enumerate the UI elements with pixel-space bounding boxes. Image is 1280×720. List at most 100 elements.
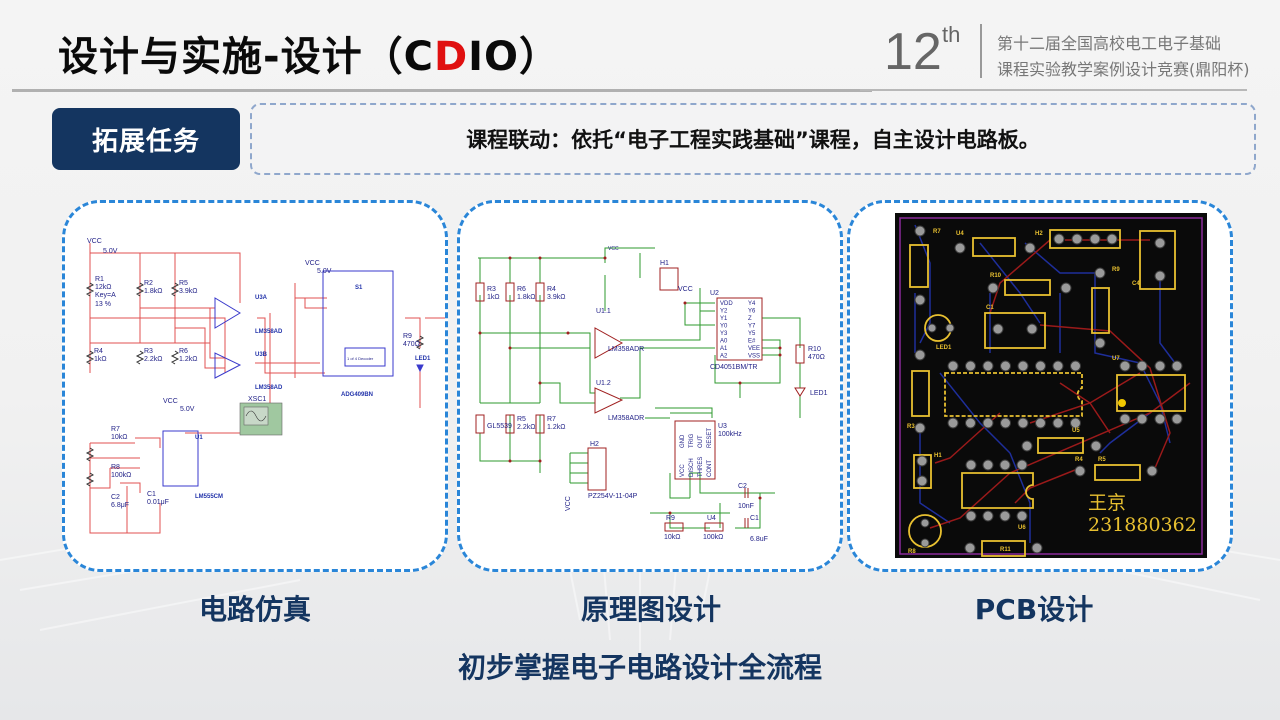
competition-name-line1: 第十二届全国高校电工电子基础	[997, 34, 1222, 53]
caption-schematic-design: 原理图设计	[580, 593, 721, 626]
pcb-label-h1: H1	[934, 453, 942, 459]
task-description-box: 课程联动：依托“电子工程实践基础”课程，自主设计电路板。	[250, 103, 1256, 175]
sch-label-r5-value: 2.2kΩ	[517, 424, 535, 431]
summary-text: 初步掌握电子电路设计全流程	[457, 651, 822, 684]
pcb-r7-outline	[909, 244, 929, 288]
u2-pin-label-a2: A2	[720, 354, 728, 360]
sim-label-r9: R9	[403, 333, 412, 340]
sim-label-xsc1: XSC1	[248, 396, 266, 403]
sim-label-u3b-type: LM358AD	[255, 385, 283, 391]
pcb-r5-outline	[1094, 464, 1141, 481]
pcb-label-r3: R3	[907, 424, 915, 430]
pcb-h1-outline	[913, 454, 932, 489]
sim-label-r9-value: 470Ω	[403, 341, 420, 348]
sim-label-c1: C1	[147, 491, 156, 498]
sim-resistors	[85, 282, 425, 487]
u3-pin-label-vcc: VCC	[680, 464, 686, 477]
u2-pin-label-vss: VSS	[748, 354, 760, 360]
sim-label-u1-type: LM555CM	[195, 494, 223, 500]
pcb-u5-pad	[947, 417, 959, 429]
title-letter-d-highlight: D	[433, 34, 469, 80]
pcb-label-r8: R8	[908, 549, 916, 555]
pcb-label-h2: H2	[1035, 231, 1043, 237]
u3-pin-label-gnd: GND	[680, 434, 686, 448]
pcb-label-r4: R4	[1075, 457, 1083, 463]
led-led1	[794, 387, 806, 397]
u3-pin-label-disch: DISCH	[689, 458, 695, 477]
sch-label-vcc2: VCC	[678, 286, 693, 293]
u2-pin-label-y2: Y2	[720, 309, 728, 315]
pcb-student-id: 231880362	[1088, 514, 1197, 536]
sch-label-r7: R7	[547, 416, 556, 423]
sch-label-photoresistor: GL5539	[487, 423, 512, 430]
sch-label-c2: C2	[738, 483, 747, 490]
pcb-u5-pad	[1000, 360, 1011, 372]
sim-label-r4: R4	[94, 348, 103, 355]
sch-label-vcc: VCC	[608, 246, 619, 252]
u2-pin-label-z: Z	[748, 316, 752, 322]
sim-label-r8-value: 100kΩ	[111, 472, 131, 479]
pcb-u5-pad	[982, 360, 994, 372]
pcb-u5-pad	[982, 417, 994, 429]
opamp-u3a	[214, 297, 241, 329]
pcb-u5-outline	[944, 372, 1083, 417]
edition-separator	[980, 24, 982, 78]
caption-pcb-design: PCB设计	[974, 593, 1094, 626]
sim-label-r8: R8	[111, 464, 120, 471]
sim-label-s1: S1	[355, 285, 363, 291]
sim-label-r1-key: Key=A	[95, 292, 116, 299]
sim-label-r5: R5	[179, 280, 188, 287]
u2-pin-label-y6: Y6	[748, 309, 756, 315]
panel-pcb-design: R7 U4 H2 R10 R9 C4 C1 LED1 U7 R3 U5 H1 R…	[847, 200, 1233, 572]
resistor-r10	[795, 344, 805, 364]
resistor-r3	[475, 282, 485, 302]
title-letter-c: C	[403, 34, 434, 80]
pcb-u5-pad	[1035, 417, 1046, 429]
sim-label-vcc3: VCC	[163, 398, 178, 405]
pcb-silkscreen	[908, 229, 1186, 557]
pcb-u5-pad	[1070, 417, 1081, 429]
pcb-u5-pad	[965, 417, 976, 429]
sch-label-u12-type: LM358ADR	[608, 415, 644, 422]
sim-components	[162, 270, 424, 487]
pcb-label-r10: R10	[990, 273, 1002, 279]
pcb-label-led1: LED1	[936, 345, 952, 351]
sim-label-r6-value: 1.2kΩ	[179, 356, 197, 363]
sim-label-vcc: VCC	[87, 238, 102, 245]
sim-label-r2: R2	[144, 280, 153, 287]
task-tag: 拓展任务	[52, 108, 240, 170]
sch-label-r9-value: 10kΩ	[664, 534, 681, 541]
sch-label-r6-value: 1.8kΩ	[517, 294, 535, 301]
sch-label-u2-type: CD4051BM/TR	[710, 364, 757, 371]
title-text: 设计与实施-设计（	[58, 34, 404, 80]
pcb-label-r5: R5	[1098, 457, 1106, 463]
sim-label-r3-value: 2.2kΩ	[144, 356, 162, 363]
u2-pin-label-y0: Y0	[720, 324, 728, 330]
header-h1	[659, 267, 679, 291]
sch-label-c2-value: 10nF	[738, 503, 754, 510]
u2-pin-label-a0: A0	[720, 339, 728, 345]
resistor-r7	[535, 414, 545, 434]
pcb-designer-name: 王京	[1088, 492, 1126, 514]
u2-pin-label-y1: Y1	[720, 316, 728, 322]
sch-label-u4-value: 100kΩ	[703, 534, 723, 541]
sim-label-r7-value: 10kΩ	[111, 434, 128, 441]
pcb-u5-pad	[1000, 417, 1011, 429]
pcb-r10-outline	[1004, 279, 1051, 296]
sch-label-u4: U4	[707, 515, 716, 522]
schematic-diagram: VCC VCC H1 H2 PZ254V-11-04P R3 1kΩ R6 1.…	[475, 246, 828, 543]
sim-label-voltage2: 5.0V	[317, 268, 332, 275]
sim-label-voltage3: 5.0V	[180, 406, 195, 413]
pcb-label-c1: C1	[986, 305, 994, 311]
sch-label-u11-type: LM358ADR	[608, 346, 644, 353]
sim-label-c1-value: 0.01μF	[147, 499, 169, 506]
sim-label-r5-value: 3.9kΩ	[179, 288, 197, 295]
pcb-label-r7: R7	[933, 229, 941, 235]
sch-label-c1-value: 6.8uF	[750, 536, 768, 543]
resistor-r6	[505, 282, 515, 302]
pcb-u5-pad	[965, 360, 976, 372]
opamp-u12	[594, 387, 624, 414]
u2-pin-label-y3: Y3	[720, 331, 728, 337]
